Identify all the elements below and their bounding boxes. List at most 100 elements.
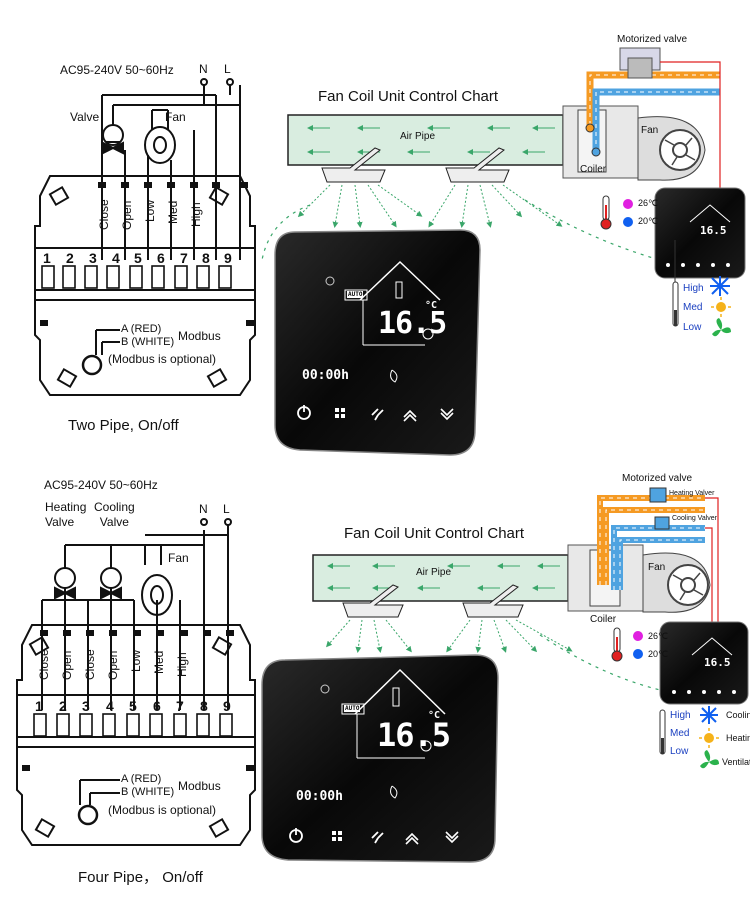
bottom-power-label: AC95-240V 50~60Hz [44, 478, 158, 492]
snowflake-icon [700, 706, 718, 724]
fan-icon [371, 408, 384, 421]
bottom-speed-high: High [670, 710, 691, 721]
bottom-mode-cooling: Coolin [726, 710, 750, 720]
top-terminal-number: 6 [157, 250, 165, 266]
bottom-terminal-label: Low [129, 649, 143, 672]
bottom-temp-legend [611, 627, 719, 769]
bottom-lcd-mode: AUTO [344, 705, 361, 712]
bottom-terminal-label: Open [60, 650, 74, 680]
bottom-caption: Four Pipe， On/off [78, 869, 203, 886]
bottom-n-label: N [199, 502, 208, 516]
thermometer-icon [600, 218, 612, 230]
bottom-terminal-number: 7 [176, 698, 184, 714]
bottom-cooling-valver-label: Cooling Valver [672, 515, 718, 522]
top-terminal-label: Close [97, 199, 111, 230]
bottom-chart-title: Fan Coil Unit Control Chart [344, 525, 525, 542]
top-terminal-label: Med [166, 200, 180, 224]
top-coiler-label: Coiler [580, 164, 607, 175]
top-terminal-number: 3 [89, 250, 97, 266]
top-terminal-number: 9 [224, 250, 232, 266]
top-fan-unit-label: Fan [641, 125, 659, 136]
top-modbus-label: Modbus [178, 329, 221, 343]
top-terminal-number: 4 [112, 250, 120, 266]
top-lcd-temperature: 16.5 [378, 306, 447, 341]
bottom-small-lcd-temperature: 16.5 [704, 656, 731, 669]
top-lcd-time: 00:00h [302, 368, 349, 383]
bottom-terminal-number: 5 [129, 698, 137, 714]
bottom-speed-med: Med [670, 728, 690, 739]
sun-icon [711, 297, 731, 317]
fan-icon [371, 831, 384, 844]
bottom-temp-high: 26℃ [648, 631, 669, 641]
bottom-l-label: L [223, 502, 230, 516]
top-power-label: AC95-240V 50~60Hz [60, 63, 174, 77]
top-speed-low: Low [683, 322, 702, 333]
top-chart-title: Fan Coil Unit Control Chart [318, 88, 499, 105]
bottom-terminal-label: High [175, 652, 189, 677]
top-terminal-number: 2 [66, 250, 74, 266]
bottom-air-pipe-label: Air Pipe [416, 567, 452, 578]
ventilation-icon [712, 318, 731, 337]
down-icon [440, 408, 454, 421]
bottom-terminal-number: 4 [106, 698, 114, 714]
down-icon [445, 831, 459, 844]
top-terminal-number: 7 [180, 250, 188, 266]
top-l-label: L [224, 62, 231, 76]
top-speed-med: Med [683, 302, 703, 313]
menu-icon [335, 408, 345, 418]
bottom-terminal-label: Close [37, 649, 51, 680]
top-terminal-label: Low [143, 199, 157, 222]
menu-icon [332, 831, 342, 841]
top-air-pipe-label: Air Pipe [400, 131, 436, 142]
top-valve-label: Valve [70, 110, 100, 124]
top-wiring-block [34, 78, 256, 396]
bottom-air-pipe [312, 554, 661, 691]
bottom-coiler-label: Coiler [590, 614, 617, 625]
top-temp-legend [600, 195, 731, 337]
top-motorized-valve-label: Motorized valve [617, 34, 688, 45]
bottom-fan-unit-label: Fan [648, 562, 666, 573]
bottom-mode-ventilation: Ventilat [722, 757, 750, 767]
top-lcd-mode: AUTO [347, 291, 364, 298]
top-thermostat [274, 229, 481, 456]
bottom-motorized-valve-label: Motorized valve [622, 473, 693, 484]
bottom-terminal-number: 1 [35, 698, 43, 714]
sun-icon [699, 728, 719, 748]
bottom-terminal-label: Med [152, 650, 166, 674]
top-lcd-unit: °C [425, 300, 438, 311]
bottom-speed-low: Low [670, 746, 689, 757]
bottom-wiring-block [16, 518, 256, 846]
bottom-heating-valve-label: Heating Valve [45, 500, 87, 529]
bottom-terminal-number: 9 [223, 698, 231, 714]
bottom-heating-valver-label: Heating Valver [669, 490, 715, 497]
bottom-modbus-label: Modbus [178, 779, 221, 793]
bottom-temp-low: 20℃ [648, 649, 669, 659]
top-terminal-number: 5 [134, 250, 142, 266]
bottom-terminal-number: 2 [59, 698, 67, 714]
top-air-pipe [261, 114, 661, 261]
bottom-terminal-number: 8 [200, 698, 208, 714]
top-n-label: N [199, 62, 208, 76]
bottom-modbus-a: A (RED) [121, 773, 162, 785]
bottom-modbus-b: B (WHITE) [121, 786, 175, 798]
top-terminal-number: 1 [43, 250, 51, 266]
top-modbus-note: (Modbus is optional) [108, 352, 217, 366]
top-speed-high: High [683, 283, 704, 294]
snowflake-icon [710, 276, 730, 296]
top-modbus-b: B (WHITE) [121, 336, 175, 348]
bottom-lcd-time: 00:00h [296, 789, 343, 804]
bottom-thermostat [261, 654, 499, 863]
top-small-thermostat [654, 187, 746, 279]
up-icon [405, 832, 419, 845]
top-terminal-number: 8 [202, 250, 210, 266]
top-fan-label: Fan [165, 110, 186, 124]
top-small-lcd-temperature: 16.5 [700, 224, 727, 237]
top-modbus-a: A (RED) [121, 323, 162, 335]
top-terminal-label: Open [120, 200, 134, 230]
bottom-coil-unit [567, 487, 719, 680]
bottom-lcd-unit: °C [428, 710, 441, 721]
bottom-terminal-label: Open [106, 650, 120, 680]
top-temp-high: 26℃ [638, 198, 659, 208]
